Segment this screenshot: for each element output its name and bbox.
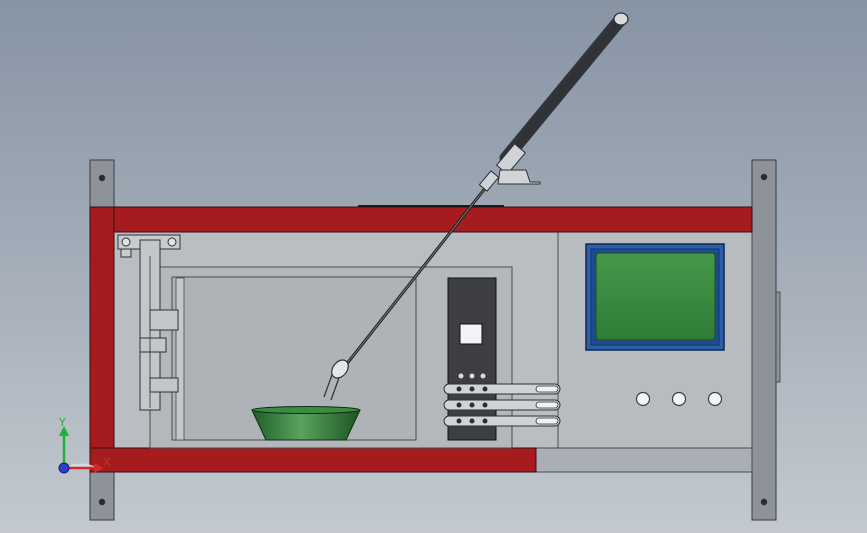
y-axis-label: Y bbox=[58, 416, 66, 429]
connector-rail[interactable] bbox=[443, 383, 561, 395]
display-screen[interactable] bbox=[585, 243, 725, 351]
hex-bolt-icon bbox=[167, 237, 177, 247]
rod-tip bbox=[613, 12, 629, 26]
hex-bolt-icon bbox=[98, 498, 106, 506]
connector-rail[interactable] bbox=[443, 399, 561, 411]
probe-arm[interactable] bbox=[323, 12, 629, 401]
red-frame[interactable] bbox=[89, 206, 753, 473]
hex-bolt-icon bbox=[121, 237, 131, 247]
coordinate-triad-icon: Y X bbox=[58, 416, 111, 474]
green-bowl[interactable] bbox=[251, 406, 361, 441]
telescopic-rod[interactable] bbox=[499, 13, 627, 165]
hex-bolt-icon bbox=[760, 173, 768, 181]
control-knob-icon[interactable] bbox=[635, 391, 651, 407]
control-knob-icon[interactable] bbox=[671, 391, 687, 407]
right-mount-post bbox=[751, 159, 781, 521]
control-strip[interactable] bbox=[447, 277, 497, 441]
probe-head[interactable] bbox=[328, 357, 351, 381]
control-knobs[interactable] bbox=[635, 391, 723, 407]
control-knob-icon[interactable] bbox=[707, 391, 723, 407]
bottom-frame-bar bbox=[89, 447, 537, 473]
hex-bolt-icon bbox=[760, 498, 768, 506]
hex-bolt-icon bbox=[98, 174, 106, 182]
indicator-window bbox=[459, 323, 483, 345]
left-bracket-mechanism[interactable] bbox=[117, 234, 181, 411]
connector-rails[interactable] bbox=[443, 383, 561, 427]
bottom-gray-rail bbox=[535, 447, 753, 473]
top-frame-bar bbox=[89, 206, 753, 233]
x-axis-label: X bbox=[103, 456, 111, 469]
rod-mount-bracket bbox=[497, 169, 541, 185]
z-axis-point bbox=[58, 462, 70, 474]
left-frame-bar bbox=[89, 206, 115, 473]
connector-rail[interactable] bbox=[443, 415, 561, 427]
